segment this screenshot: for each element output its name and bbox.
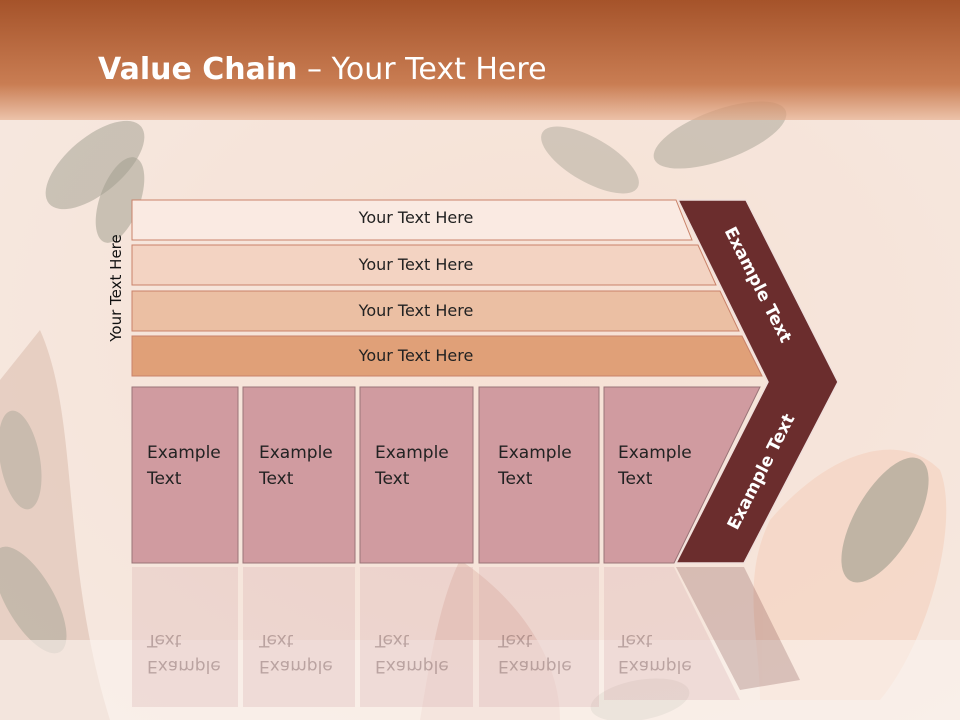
title-bold: Value Chain: [98, 52, 298, 87]
row-3-shape[interactable]: [131, 290, 740, 332]
vertical-axis-label: Your Text Here: [107, 234, 125, 342]
box-4-label: Example Text: [498, 440, 598, 492]
box-2-line-1: Example: [259, 443, 333, 463]
box-4-line-2: Text: [498, 469, 533, 489]
title-rest: – Your Text Here: [297, 52, 547, 87]
row-2-label: Your Text Here: [358, 255, 474, 274]
chevron-arrow[interactable]: [674, 199, 839, 564]
box-3-line-2: Text: [375, 469, 410, 489]
row-4-shape[interactable]: [131, 335, 763, 377]
title-bar: [0, 0, 960, 120]
box-1-line-1: Example: [147, 443, 221, 463]
row-4-label: Your Text Here: [358, 346, 474, 365]
box-2-label: Example Text: [259, 440, 359, 492]
box-5-line-1: Example: [618, 443, 692, 463]
row-3-label: Your Text Here: [358, 301, 474, 320]
box-5-label: Example Text: [618, 440, 718, 492]
row-2-shape[interactable]: [131, 244, 717, 286]
box-5-line-2: Text: [618, 469, 653, 489]
row-1-shape[interactable]: [131, 199, 693, 241]
box-4-line-1: Example: [498, 443, 572, 463]
box-2-line-2: Text: [259, 469, 294, 489]
box-4-shape[interactable]: [478, 386, 600, 564]
box-1-shape[interactable]: [131, 386, 239, 564]
box-2-shape[interactable]: [242, 386, 356, 564]
box-3-shape[interactable]: [359, 386, 474, 564]
box-1-line-2: Text: [147, 469, 182, 489]
box-5-shape[interactable]: [603, 386, 761, 564]
box-3-line-1: Example: [375, 443, 449, 463]
box-1-label: Example Text: [147, 440, 247, 492]
box-3-label: Example Text: [375, 440, 475, 492]
reflection: [132, 567, 800, 707]
slide-title: Value Chain – Your Text Here: [98, 52, 547, 96]
row-1-label: Your Text Here: [358, 208, 474, 227]
